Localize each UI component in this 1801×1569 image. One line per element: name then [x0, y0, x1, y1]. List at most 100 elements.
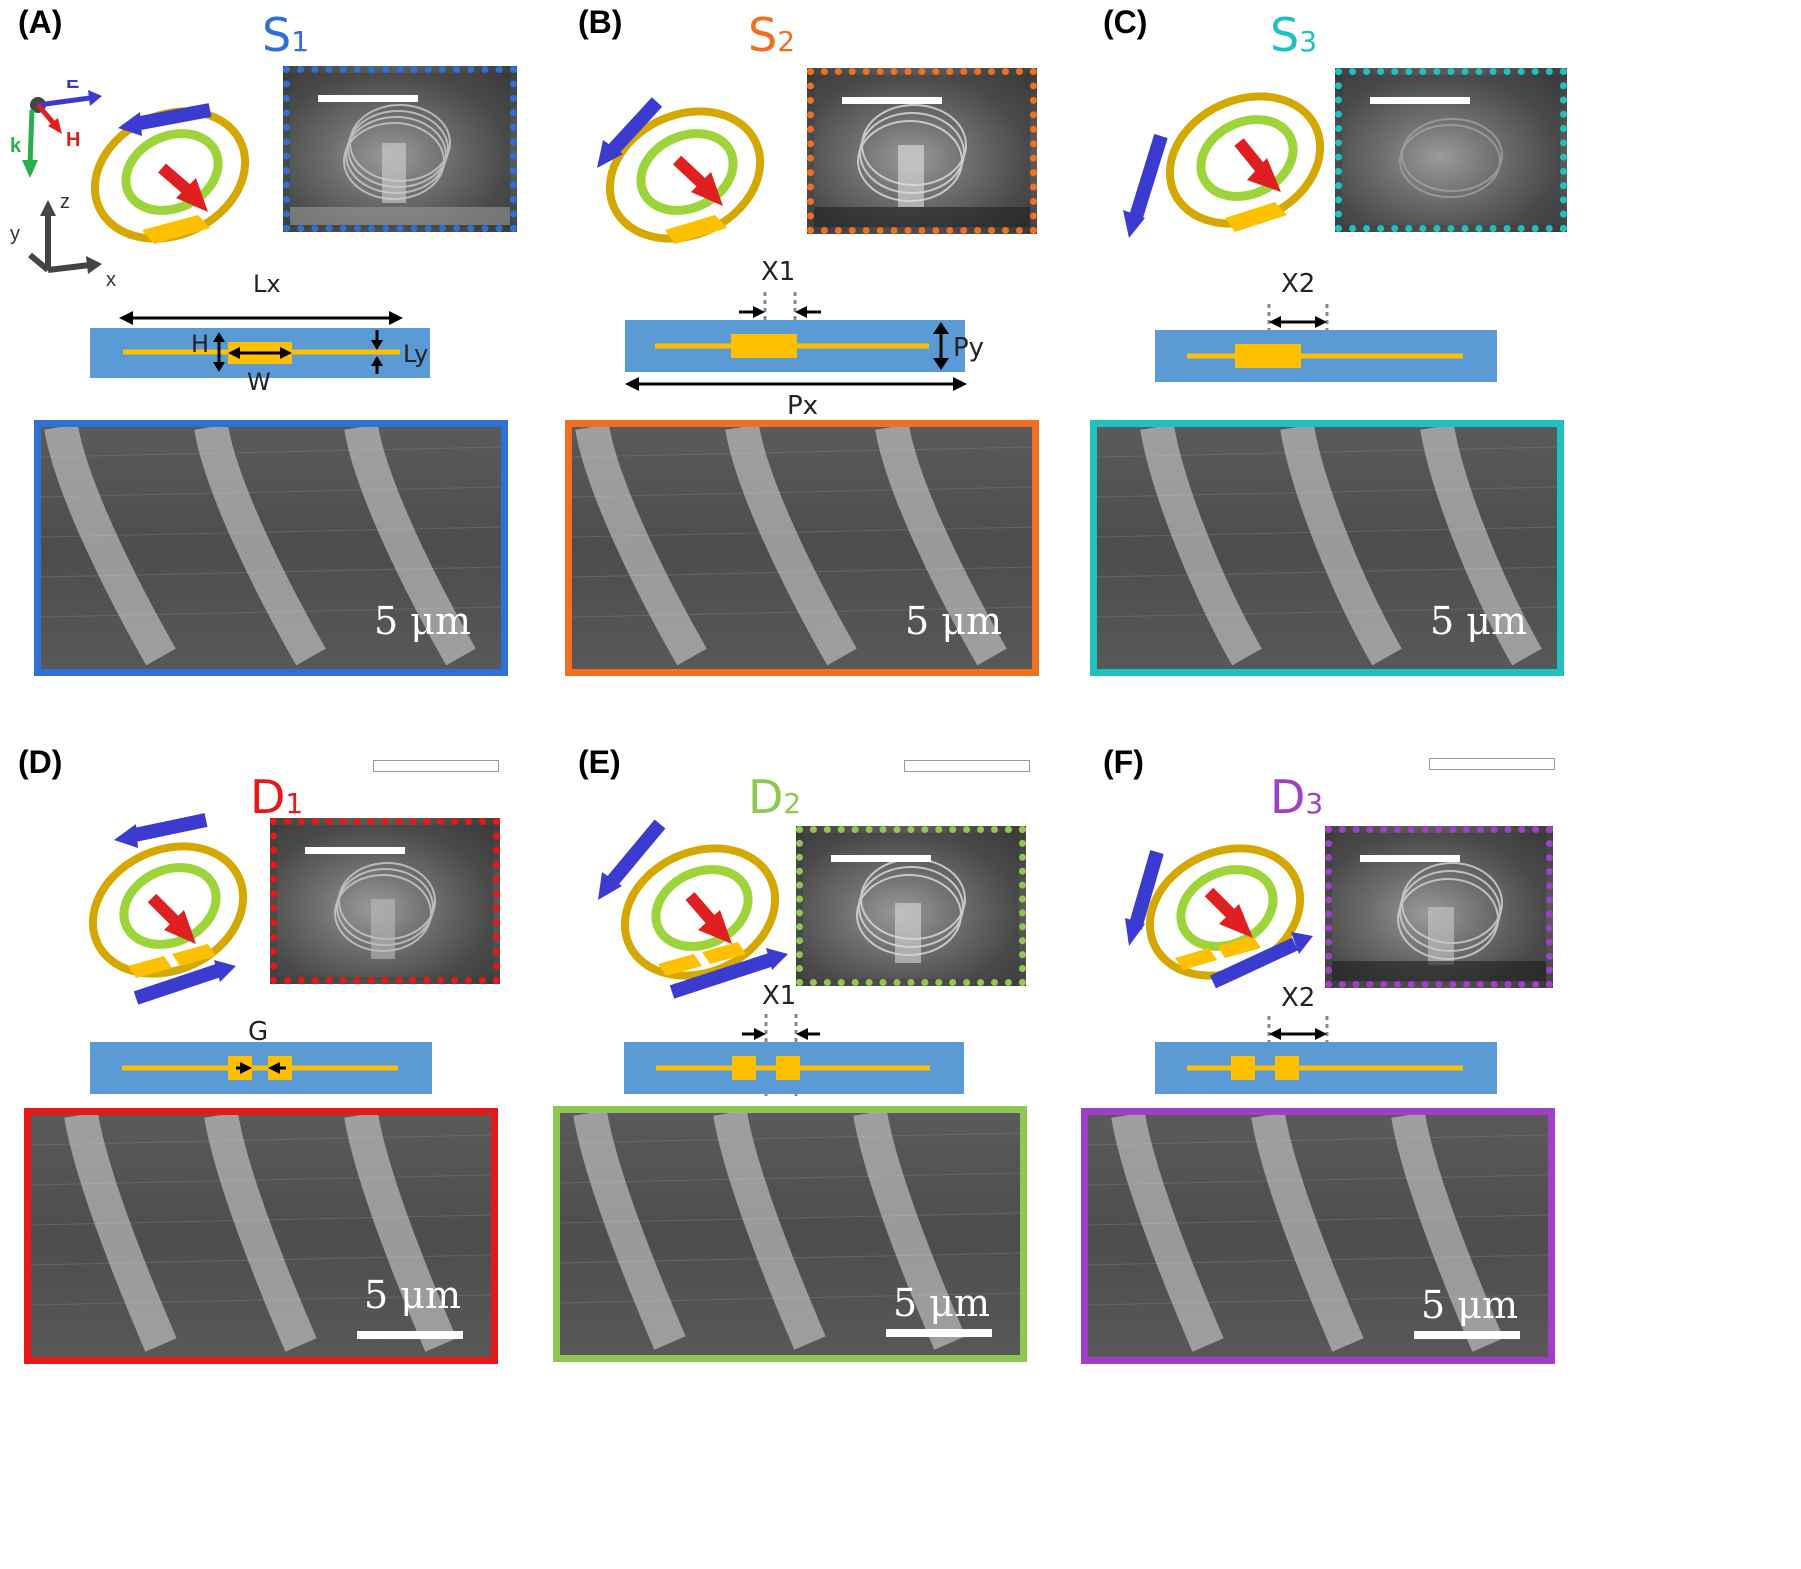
sample-title: S2	[748, 8, 795, 62]
unit-cell-schematic: X2	[1155, 983, 1497, 1096]
unit-cell-schematic: Lx H W Ly	[90, 270, 430, 390]
x-label: X2	[1281, 269, 1315, 299]
scale-text: 5 μm	[1421, 1283, 1518, 1327]
sample-title-sub: 2	[777, 25, 796, 58]
helix-array-pattern	[572, 427, 1032, 666]
g-label: G	[248, 1017, 268, 1047]
sem-inset-image	[283, 66, 517, 232]
sem-inset-image	[1335, 68, 1567, 232]
sample-title: D2	[748, 770, 801, 824]
h-label: H	[191, 330, 209, 358]
helix-sem-inset	[1399, 118, 1503, 198]
sem-array-image: 5 μm	[24, 1108, 498, 1364]
sample-title-sub: 1	[291, 25, 310, 58]
panel-d: (D) D1 G	[0, 740, 600, 1524]
sample-title: S1	[262, 8, 309, 62]
sem-inset-image	[1325, 826, 1553, 988]
sample-title-main: D	[250, 770, 286, 824]
py-label: Py	[953, 333, 984, 363]
sem-inset-image	[270, 818, 500, 984]
unit-cell-schematic: G	[90, 1017, 432, 1094]
empty-scale-bar	[373, 760, 499, 772]
sample-title: D3	[1270, 770, 1323, 824]
scale-bar	[831, 855, 931, 862]
helix-array-pattern	[1088, 1115, 1548, 1352]
sem-inset-image	[796, 826, 1026, 986]
panel-b: (B) S2 X1 Py Px	[560, 0, 1160, 784]
empty-scale-bar	[904, 760, 1030, 772]
sem-array-image: 5 μm	[565, 420, 1039, 676]
unit-cell-schematic: X1	[624, 981, 964, 1096]
y-label: y	[10, 223, 20, 245]
ly-label: Ly	[403, 340, 428, 368]
helix-sem-inset	[334, 862, 436, 959]
lx-label: Lx	[253, 270, 281, 298]
sample-title-sub: 2	[783, 787, 802, 820]
panel-label: (D)	[18, 744, 63, 780]
helix-array-pattern	[560, 1113, 1020, 1350]
sem-array-image: 5 μm	[34, 420, 508, 676]
panel-label: (C)	[1103, 4, 1148, 40]
panel-label: (E)	[578, 744, 621, 780]
x-label: X2	[1281, 983, 1315, 1013]
sem-array-image: 5 μm	[1090, 420, 1564, 676]
k-label: k	[10, 135, 22, 157]
helix-dimer-icon	[88, 813, 248, 1005]
panel-e: (E) D2 X1	[553, 740, 1160, 1524]
helix-array-pattern	[1097, 427, 1557, 666]
scale-bar	[305, 847, 405, 854]
scale-bar	[357, 1331, 463, 1339]
sample-title-main: S	[1270, 8, 1300, 62]
helix-sem-inset	[1332, 862, 1546, 981]
empty-scale-bar	[1429, 758, 1555, 770]
panel-label: (B)	[578, 4, 623, 40]
panel-label: (F)	[1103, 744, 1144, 780]
scale-text: 5 μm	[905, 599, 1002, 643]
scale-text: 5 μm	[893, 1281, 990, 1325]
sample-title-main: S	[262, 8, 292, 62]
x-label: X1	[761, 260, 795, 287]
panel-a: (A) S1 E H k z y x	[0, 0, 600, 784]
field-axes-icon: E H k z y x	[10, 80, 116, 291]
px-label: Px	[787, 391, 818, 420]
h-label: H	[66, 129, 80, 151]
helix-single-icon	[1123, 92, 1325, 238]
scale-bar	[1370, 97, 1470, 104]
z-label: z	[60, 191, 70, 213]
sem-array-image: 5 μm	[1081, 1108, 1555, 1364]
helix-array-pattern	[41, 427, 501, 666]
unit-cell-schematic: X1 Py Px	[625, 260, 984, 420]
helix-single-icon	[597, 97, 765, 244]
helix-sem-inset	[814, 104, 1030, 227]
scale-bar	[842, 97, 942, 104]
w-label: W	[247, 368, 271, 390]
x-label: X1	[762, 981, 796, 1011]
unit-cell-schematic: X2	[1155, 269, 1497, 382]
panel-f: (F) D3 X2	[1081, 740, 1685, 1524]
e-label: E	[66, 80, 79, 93]
scale-bar	[318, 95, 418, 102]
helix-single-icon	[90, 103, 250, 244]
sample-title: S3	[1270, 8, 1317, 62]
scale-bar	[1360, 855, 1460, 862]
sample-title-sub: 3	[1305, 787, 1324, 820]
scale-bar	[886, 1329, 992, 1337]
sem-array-image: 5 μm	[553, 1106, 1027, 1362]
scale-text: 5 μm	[1430, 599, 1527, 643]
sample-title-sub: 3	[1299, 25, 1318, 58]
helix-sem-inset	[290, 104, 510, 225]
scale-text: 5 μm	[364, 1273, 461, 1317]
sample-title: D1	[250, 770, 303, 824]
helix-dimer-icon	[1125, 844, 1313, 989]
panel-c: (C) S3 X2	[1085, 0, 1685, 784]
sample-title-main: S	[748, 8, 778, 62]
sample-title-main: D	[1270, 770, 1306, 824]
panel-label: (A)	[18, 4, 63, 40]
helix-sem-inset	[856, 858, 966, 963]
scale-bar	[1414, 1331, 1520, 1339]
sample-title-sub: 1	[285, 787, 304, 820]
x-label: x	[106, 269, 116, 291]
sem-inset-image	[807, 68, 1037, 234]
helix-dimer-icon	[598, 819, 788, 999]
scale-text: 5 μm	[374, 599, 471, 643]
